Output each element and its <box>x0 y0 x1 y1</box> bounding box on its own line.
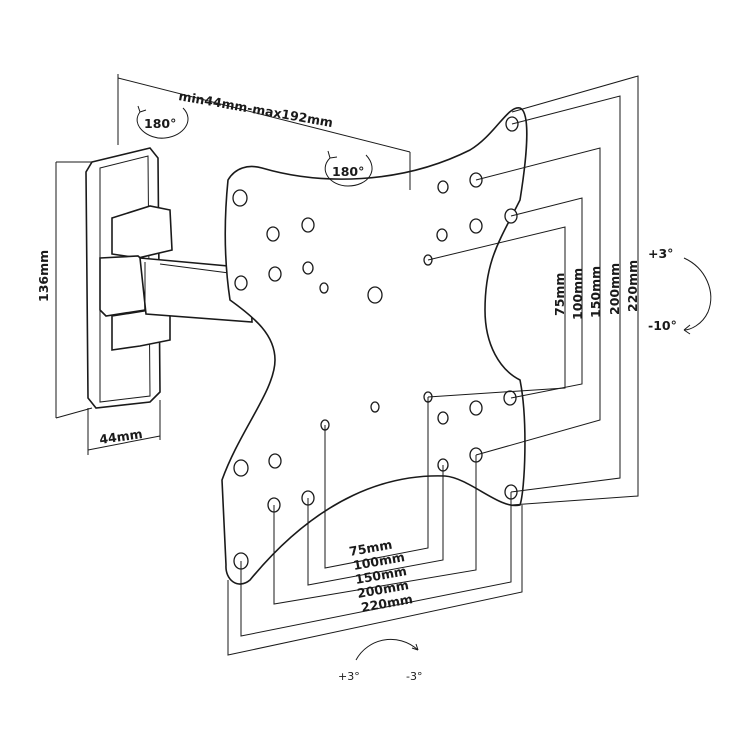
vesa-horizontal-75: 75mm <box>348 537 393 559</box>
vesa-vertical-220: 220mm <box>625 260 640 312</box>
rotation-wall-label: 180° <box>144 116 176 131</box>
arm-extension-label: min44mm-max192mm <box>177 88 334 130</box>
wall-width-dimension: 44mm <box>87 400 161 455</box>
rotation-arm-label: 180° <box>332 164 364 179</box>
tilt-down-label: -10° <box>648 318 677 333</box>
swivel-arm <box>99 205 253 351</box>
swivel-right-label: -3° <box>406 670 422 683</box>
vesa-vertical-150: 150mm <box>588 266 603 318</box>
rotation-wall-arrow: 180° <box>136 105 189 139</box>
vesa-vertical-75: 75mm <box>552 273 567 316</box>
vesa-mounting-plate <box>221 107 528 585</box>
wall-width-label: 44mm <box>98 426 143 447</box>
vesa-vertical-dimensions: 75mm 100mm 150mm 200mm 220mm <box>427 75 640 506</box>
tilt-up-label: +3° <box>648 246 673 261</box>
vesa-vertical-200: 200mm <box>607 263 622 315</box>
vesa-vertical-100: 100mm <box>570 268 585 320</box>
tilt-arrow: +3° -10° <box>648 246 712 335</box>
rotation-arm-arrow: 180° <box>324 150 373 187</box>
wall-height-label: 136mm <box>36 250 51 302</box>
swivel-left-label: +3° <box>338 670 360 683</box>
vesa-horizontal-dimensions: 75mm 100mm 150mm 200mm 220mm <box>227 397 523 656</box>
wall-height-dimension: 136mm <box>36 161 93 419</box>
swivel-arrow: +3° -3° <box>338 638 422 683</box>
